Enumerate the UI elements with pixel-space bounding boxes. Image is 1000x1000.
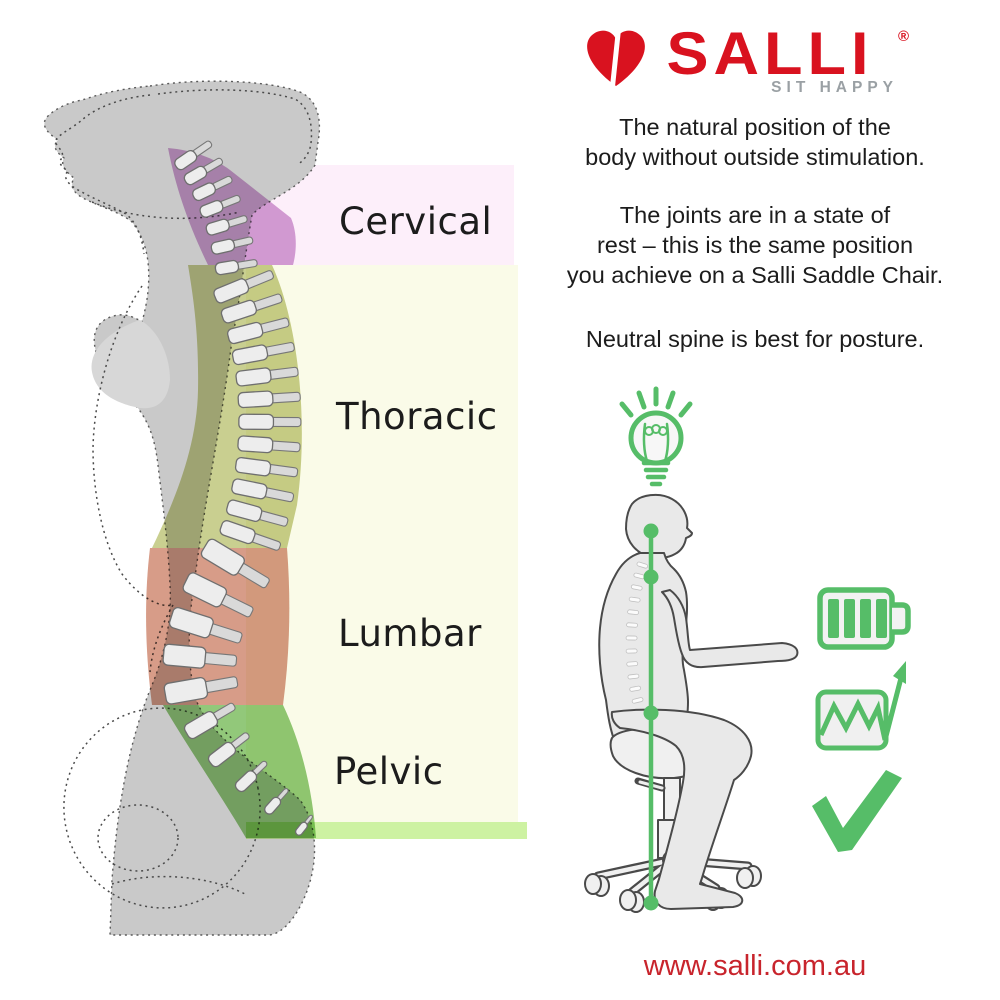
thoracic-highlight [152, 265, 302, 548]
jaw-dotted [91, 201, 241, 220]
figure-torso [598, 552, 689, 746]
intro-p3-line1: Neutral spine is best for posture. [585, 326, 925, 352]
figure-head [625, 493, 693, 559]
seated-figure-on-saddle-chair [584, 493, 799, 913]
checkmark-icon [812, 770, 902, 852]
pelvic-floor-band [246, 822, 527, 839]
torso-dotted [92, 285, 174, 607]
intro-p1-line2: body without outside stimulation. [585, 144, 925, 170]
spine-illustration [162, 140, 313, 836]
intro-paragraph-3: Neutral spine is best for posture. [545, 324, 965, 354]
registered-trademark: ® [898, 28, 910, 45]
figure-spine [625, 561, 649, 704]
battery-full-icon [817, 587, 911, 650]
lightbulb-icon [619, 386, 693, 487]
hip-socket-dotted [97, 804, 179, 872]
website-link[interactable]: www.salli.com.au [643, 950, 867, 982]
intro-p2-line2: rest – this is the same position [596, 232, 914, 258]
posture-plumb-line [643, 523, 659, 911]
intro-p2-line1: The joints are in a state of [619, 202, 891, 228]
face-profile-dotted [54, 94, 151, 255]
figure-arm [661, 589, 799, 669]
pelvic-label: Pelvic [334, 750, 444, 793]
figure-leg [610, 708, 753, 910]
breast-shape [91, 320, 170, 409]
split-heart-icon [587, 27, 645, 91]
intro-paragraph-1: The natural position of the body without… [545, 112, 965, 172]
head-dotted [157, 89, 313, 166]
intro-p2-line3: you achieve on a Salli Saddle Chair. [566, 262, 944, 288]
intro-paragraph-2: The joints are in a state of rest – this… [545, 200, 965, 290]
intro-p1-line1: The natural position of the [619, 114, 891, 140]
growth-chart-icon [815, 661, 906, 751]
logo-tagline: SIT HAPPY [771, 79, 898, 96]
lumbar-label: Lumbar [338, 612, 482, 655]
logo-wordmark: SALLI [666, 20, 874, 88]
cervical-label: Cervical [339, 200, 493, 243]
thoracic-label: Thoracic [336, 395, 498, 438]
